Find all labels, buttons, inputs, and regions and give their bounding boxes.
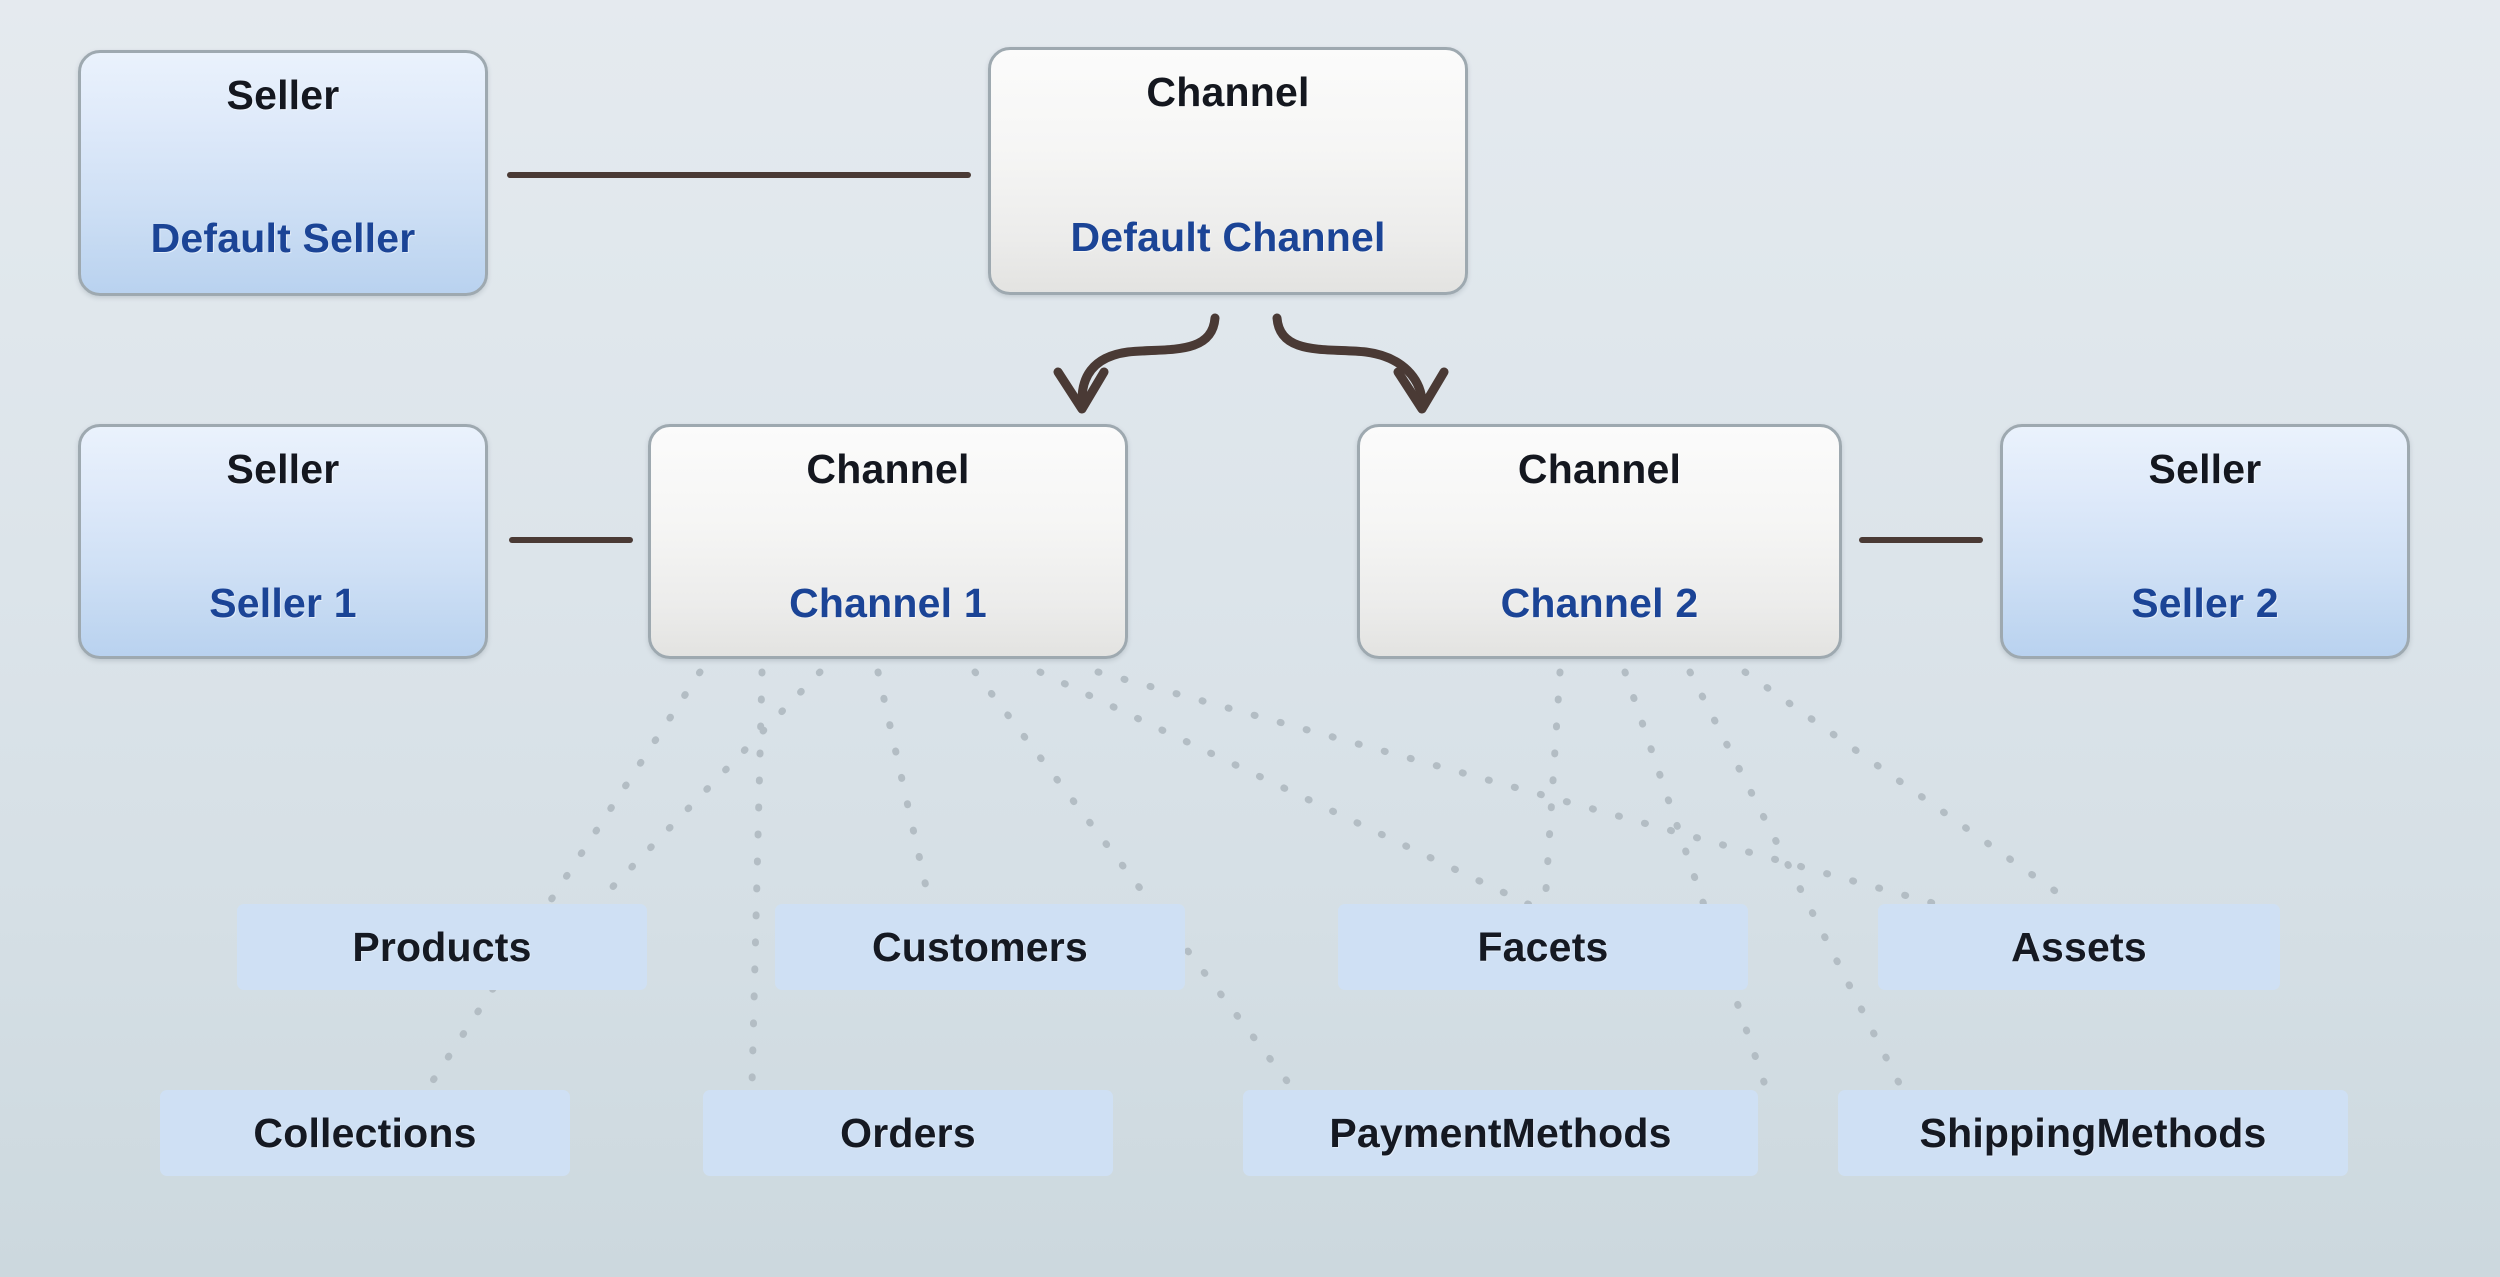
chip-orders[interactable]: Orders bbox=[703, 1090, 1113, 1176]
chip-customers[interactable]: Customers bbox=[775, 904, 1185, 990]
arrow-head-left bbox=[1053, 367, 1109, 414]
card-channel-1[interactable]: Channel Channel 1 bbox=[648, 424, 1128, 659]
dotted-channel2-assets bbox=[1741, 668, 2079, 909]
card-seller-2-name: Seller 2 bbox=[2131, 580, 2279, 626]
dotted-channel1-customers bbox=[971, 668, 1294, 1089]
card-seller-2[interactable]: Seller Seller 2 bbox=[2000, 424, 2410, 659]
dotted-channel1-paymentmethods bbox=[1036, 668, 1534, 909]
chip-paymentmethods-label: PaymentMethods bbox=[1329, 1109, 1672, 1156]
card-channel-2-name: Channel 2 bbox=[1500, 580, 1699, 626]
arrow-default-channel-to-channel1 bbox=[1077, 313, 1220, 405]
chip-facets-label: Facets bbox=[1477, 923, 1609, 970]
dotted-channel2-shippingmethods bbox=[1686, 668, 1904, 1089]
card-channel-2[interactable]: Channel Channel 2 bbox=[1357, 424, 1842, 659]
card-seller-1-name: Seller 1 bbox=[209, 580, 357, 626]
chip-shippingmethods-label: ShippingMethods bbox=[1919, 1109, 2267, 1156]
arrow-head-right bbox=[1393, 367, 1449, 414]
chip-collections-label: Collections bbox=[253, 1109, 477, 1156]
chip-products[interactable]: Products bbox=[237, 904, 647, 990]
chip-paymentmethods[interactable]: PaymentMethods bbox=[1243, 1090, 1758, 1176]
card-seller-1-type: Seller bbox=[226, 446, 340, 492]
card-channel-2-type: Channel bbox=[1517, 446, 1682, 492]
chip-customers-label: Customers bbox=[872, 923, 1088, 970]
card-default-channel-name: Default Channel bbox=[1070, 214, 1386, 260]
card-default-seller-type: Seller bbox=[226, 72, 340, 118]
chip-orders-label: Orders bbox=[840, 1109, 976, 1156]
chip-assets[interactable]: Assets bbox=[1878, 904, 2280, 990]
arrow-default-channel-to-channel2 bbox=[1272, 313, 1427, 405]
dotted-channel2-facets bbox=[1541, 668, 1564, 909]
chip-facets[interactable]: Facets bbox=[1338, 904, 1748, 990]
chip-collections[interactable]: Collections bbox=[160, 1090, 570, 1176]
card-seller-2-type: Seller bbox=[2148, 446, 2262, 492]
card-default-channel[interactable]: Channel Default Channel bbox=[988, 47, 1468, 295]
dotted-channel1-products bbox=[748, 668, 766, 1089]
card-channel-1-type: Channel bbox=[806, 446, 970, 492]
card-default-seller-name: Default Seller bbox=[150, 215, 416, 261]
dotted-channel1-collections bbox=[426, 668, 704, 1089]
dotted-channel1-orders bbox=[874, 668, 934, 909]
card-seller-1[interactable]: Seller Seller 1 bbox=[78, 424, 488, 659]
card-default-seller[interactable]: Seller Default Seller bbox=[78, 50, 488, 296]
chip-products-label: Products bbox=[352, 923, 532, 970]
dotted-channel1-products-b bbox=[596, 668, 824, 904]
chip-shippingmethods[interactable]: ShippingMethods bbox=[1838, 1090, 2348, 1176]
dotted-channel2-paymentmethods bbox=[1621, 668, 1769, 1089]
card-channel-1-name: Channel 1 bbox=[789, 580, 987, 626]
card-default-channel-type: Channel bbox=[1146, 69, 1310, 115]
dotted-channel1-facets bbox=[1094, 668, 1944, 909]
chip-assets-label: Assets bbox=[2011, 923, 2147, 970]
